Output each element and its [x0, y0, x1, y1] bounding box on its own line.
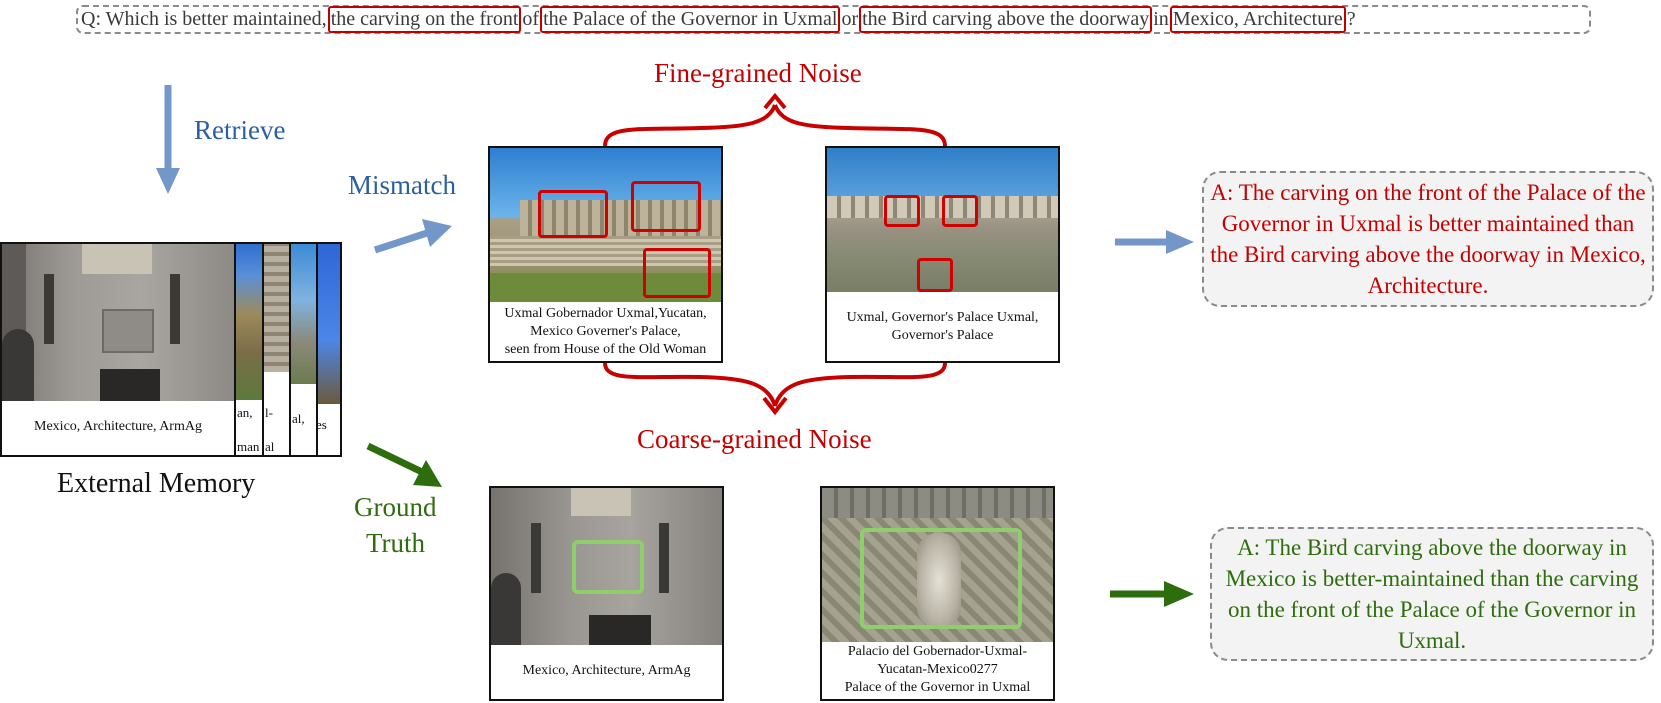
- ground-truth-region-box: [860, 528, 1022, 629]
- noise-region-box: [538, 190, 608, 238]
- right-arrow-icon: [366, 442, 442, 487]
- mexico-architecture-photo: [491, 488, 722, 645]
- coarse-noise-label: Coarse-grained Noise: [637, 424, 872, 454]
- memory-stack-caption: an,: [237, 405, 253, 420]
- fine-noise-label: Fine-grained Noise: [654, 58, 862, 88]
- fine-noise-card-1: Uxmal Gobernador Uxmal,Yucatan, Mexico G…: [488, 146, 723, 363]
- right-arrow-icon: [373, 219, 452, 254]
- memory-stack-caption: l-: [265, 405, 273, 420]
- ground-truth-label-line1: Ground: [354, 492, 437, 522]
- caption-line: Governor's Palace: [891, 327, 994, 343]
- ground-truth-card-2: Palacio del Gobernador-Uxmal- Yucatan-Me…: [820, 486, 1055, 701]
- right-arrow-icon: [1115, 230, 1194, 254]
- memory-stack-caption: man: [237, 439, 260, 454]
- memory-main-caption: Mexico, Architecture, ArmAg: [34, 419, 202, 434]
- memory-card-stack: an, man: [233, 242, 264, 457]
- mismatch-label: Mismatch: [348, 170, 456, 200]
- fine-noise-card-2: Uxmal, Governor's Palace Uxmal, Governor…: [825, 146, 1060, 363]
- memory-card-stack: l- al: [261, 242, 291, 457]
- memory-stack-caption: al,: [292, 411, 305, 426]
- curly-brace-icon: [603, 362, 947, 416]
- bird-carving-photo: [822, 488, 1053, 642]
- ground-truth-card-1: Mexico, Architecture, ArmAg: [489, 486, 724, 701]
- noise-region-box: [643, 248, 711, 298]
- memory-card-stack: al,: [288, 242, 318, 457]
- correct-answer-box: A: The Bird carving above the doorway in…: [1210, 527, 1654, 661]
- fine-noise-card-2-caption: Uxmal, Governor's Palace Uxmal, Governor…: [827, 292, 1058, 361]
- memory-main-photo: [2, 244, 234, 401]
- question-highlight-4: Mexico, Architecture: [1169, 6, 1346, 33]
- noisy-answer-box: A: The carving on the front of the Palac…: [1202, 171, 1654, 307]
- caption-line: Uxmal Gobernador Uxmal,Yucatan,: [504, 305, 707, 321]
- right-arrow-icon: [1110, 581, 1194, 607]
- question-suffix: ?: [1346, 8, 1356, 30]
- ground-truth-card-2-caption: Palacio del Gobernador-Uxmal- Yucatan-Me…: [822, 640, 1053, 699]
- memory-stack-caption: es: [316, 417, 327, 432]
- memory-main-card: Mexico, Architecture, ArmAg: [0, 242, 236, 457]
- question-connector-1: of: [522, 8, 540, 30]
- caption-line: Palacio del Gobernador-Uxmal-: [847, 643, 1028, 659]
- ground-truth-label-line2: Truth: [366, 528, 426, 558]
- question-connector-2: or: [841, 8, 859, 30]
- question-connector-3: in: [1153, 8, 1169, 30]
- noise-region-box: [917, 258, 953, 292]
- fine-noise-card-1-caption: Uxmal Gobernador Uxmal,Yucatan, Mexico G…: [490, 302, 721, 361]
- question-highlight-2: the Palace of the Governor in Uxmal: [540, 6, 841, 33]
- noise-region-box: [942, 195, 978, 227]
- question-prefix: Q: Which is better maintained,: [81, 8, 327, 30]
- question-highlight-3: the Bird carving above the doorway: [859, 6, 1153, 33]
- curly-brace-icon: [603, 92, 947, 147]
- external-memory-label: External Memory: [57, 468, 256, 499]
- ground-truth-card-1-caption: Mexico, Architecture, ArmAg: [522, 663, 691, 678]
- memory-stack-caption: al: [265, 439, 275, 454]
- caption-line: Palace of the Governor in Uxmal: [844, 679, 1031, 695]
- caption-line: Mexico Governer's Palace,: [530, 323, 681, 339]
- caption-line: seen from House of the Old Woman: [504, 341, 707, 357]
- noise-region-box: [631, 181, 701, 232]
- down-arrow-icon: [156, 85, 180, 194]
- retrieve-label: Retrieve: [194, 115, 286, 145]
- caption-line: Yucatan-Mexico0277: [877, 661, 998, 677]
- question-highlight-1: the carving on the front: [327, 6, 522, 33]
- caption-line: Uxmal, Governor's Palace Uxmal,: [846, 309, 1039, 325]
- uxmal-palace-photo: [490, 148, 721, 302]
- question-bar: Q: Which is better maintained, the carvi…: [76, 5, 1591, 34]
- uxmal-governor-photo: [827, 148, 1058, 292]
- ground-truth-region-box: [572, 540, 644, 594]
- noise-region-box: [884, 195, 920, 227]
